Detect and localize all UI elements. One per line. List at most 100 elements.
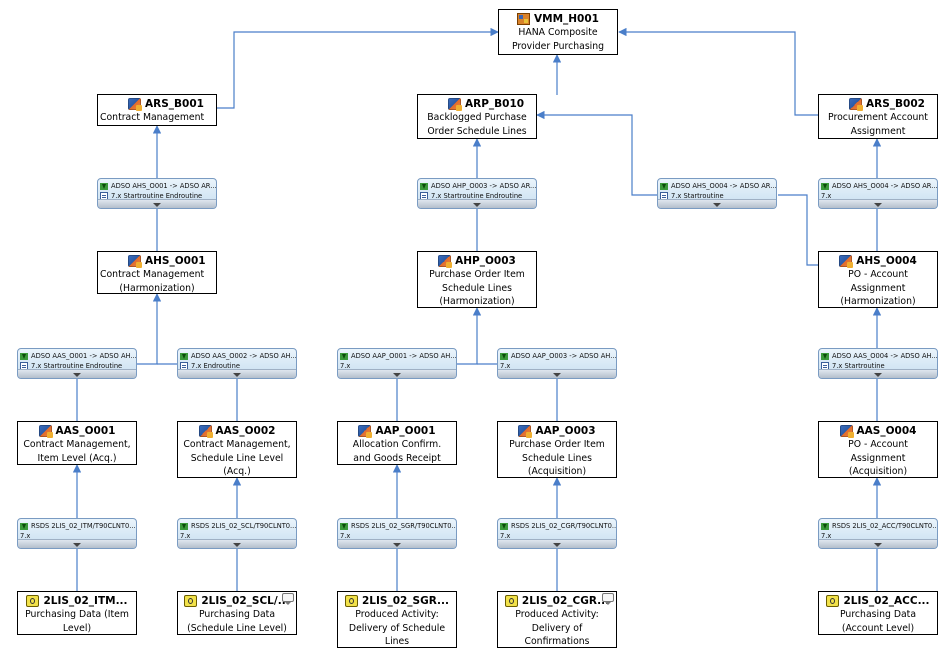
node-aap-o001[interactable]: AAP_O001 Allocation Confirm. and Goods R…	[337, 421, 457, 465]
transform-label: RSDS 2LIS_02_ITM/T90CLNT0...	[31, 522, 136, 530]
transformation-icon	[821, 522, 829, 530]
node-ds-scl[interactable]: 2LIS_02_SCL/... Purchasing Data (Schedul…	[177, 591, 297, 635]
node-desc-line: Produced Activity:	[355, 609, 439, 620]
chevron-down-icon	[393, 373, 401, 377]
node-id: AAP_O003	[535, 425, 596, 437]
node-id: 2LIS_02_CGR...	[521, 595, 610, 607]
expand-bar[interactable]	[498, 539, 616, 548]
expand-bar[interactable]	[819, 539, 937, 548]
expand-bar[interactable]	[178, 369, 296, 378]
node-aap-o003[interactable]: AAP_O003 Purchase Order Item Schedule Li…	[497, 421, 617, 478]
node-desc-line: Assignment	[850, 125, 906, 137]
transformation-icon	[500, 522, 508, 530]
node-vmm-h001[interactable]: VMM_H001 HANA Composite Provider Purchas…	[498, 9, 618, 55]
transform-rsds-scl[interactable]: RSDS 2LIS_02_SCL/T90CLNT0... 7.x	[177, 518, 297, 549]
node-id: AAS_O002	[215, 425, 276, 437]
node-id: AAS_O004	[856, 425, 917, 437]
node-desc-line: (Acquisition)	[848, 466, 908, 478]
edge-t-ahs-o004-mid-to-arp-b010	[536, 110, 657, 196]
node-id: AHS_O004	[856, 255, 917, 267]
expand-bar[interactable]	[819, 369, 937, 378]
adso-icon	[128, 98, 142, 111]
adso-icon	[518, 425, 533, 438]
node-ahs-o004[interactable]: AHS_O004 PO - Account Assignment (Harmon…	[818, 251, 938, 308]
expand-bar[interactable]	[658, 199, 776, 208]
transform-routines: 7.x	[340, 532, 351, 540]
expand-bar[interactable]	[98, 199, 216, 208]
adso-icon	[839, 255, 854, 268]
transform-label: ADSO AAS_O001 -> ADSO AH...	[31, 352, 137, 360]
node-ds-itm[interactable]: 2LIS_02_ITM... Purchasing Data (Item Lev…	[17, 591, 137, 635]
expand-bar[interactable]	[338, 539, 456, 548]
node-desc-line: Lines	[384, 636, 410, 648]
node-id: ARS_B002	[866, 98, 925, 110]
expand-bar[interactable]	[18, 369, 136, 378]
node-ds-sgr[interactable]: 2LIS_02_SGR... Produced Activity: Delive…	[337, 591, 457, 648]
expand-bar[interactable]	[18, 539, 136, 548]
transform-aas-o002[interactable]: ADSO AAS_O002 -> ADSO AH... 7.x Endrouti…	[177, 348, 297, 379]
node-desc-line: Delivery of	[531, 622, 583, 634]
chevron-down-icon	[233, 373, 241, 377]
node-arp-b010[interactable]: ARP_B010 Backlogged Purchase Order Sched…	[417, 94, 537, 139]
transform-aas-o001[interactable]: ADSO AAS_O001 -> ADSO AH... 7.x Startrou…	[17, 348, 137, 379]
transform-label: ADSO AHP_O003 -> ADSO AR...	[431, 182, 537, 190]
node-desc-line: (Acq.)	[223, 466, 251, 478]
expand-bar[interactable]	[819, 199, 937, 208]
transform-aap-o001[interactable]: ADSO AAP_O001 -> ADSO AH... 7.x	[337, 348, 457, 379]
datasource-icon	[184, 595, 198, 607]
transform-rsds-acc[interactable]: RSDS 2LIS_02_ACC/T90CLNT0... 7.x	[818, 518, 938, 549]
transform-rsds-itm[interactable]: RSDS 2LIS_02_ITM/T90CLNT0... 7.x	[17, 518, 137, 549]
expand-bar[interactable]	[178, 539, 296, 548]
node-desc-line: (Harmonization)	[119, 282, 195, 294]
transform-ahs-o004-mid[interactable]: ADSO AHS_O004 -> ADSO AR... 7.x Startrou…	[657, 178, 777, 209]
transform-aas-o004[interactable]: ADSO AAS_O004 -> ADSO AH... 7.x Startrou…	[818, 348, 938, 379]
transform-ahs-o001[interactable]: ADSO AHS_O001 -> ADSO AR... 7.x Startrou…	[97, 178, 217, 209]
node-desc-line: Produced Activity:	[515, 609, 599, 620]
chevron-down-icon	[874, 543, 882, 547]
edge-t-aap-o001-to-ahp-o003	[457, 307, 482, 365]
node-ars-b001[interactable]: ARS_B001 Contract Management	[97, 94, 217, 126]
expand-bar[interactable]	[418, 199, 536, 208]
comment-icon[interactable]	[282, 593, 294, 605]
transform-label: RSDS 2LIS_02_SGR/T90CLNT0...	[351, 522, 457, 530]
transform-routines: 7.x Startroutine	[671, 192, 724, 200]
node-aas-o004[interactable]: AAS_O004 PO - Account Assignment (Acquis…	[818, 421, 938, 478]
node-desc-line: Schedule Line Level	[190, 452, 284, 464]
chevron-down-icon	[73, 373, 81, 377]
node-desc-line: Contract Management,	[183, 439, 291, 450]
transformation-icon	[100, 182, 108, 190]
node-desc-line: Purchasing Data (Item	[25, 609, 129, 620]
transform-routines: 7.x	[500, 532, 511, 540]
transform-label: ADSO AAS_O002 -> ADSO AH...	[191, 352, 297, 360]
chevron-down-icon	[233, 543, 241, 547]
edge-ars-b002-to-vmm	[618, 27, 818, 116]
transform-routines: 7.x Endroutine	[191, 362, 240, 370]
node-desc-line: (Harmonization)	[439, 296, 515, 308]
comment-icon[interactable]	[602, 593, 614, 605]
node-ars-b002[interactable]: ARS_B002 Procurement Account Assignment	[818, 94, 938, 139]
transform-aap-o003[interactable]: ADSO AAP_O003 -> ADSO AH... 7.x	[497, 348, 617, 379]
node-desc-line: Contract Management	[100, 269, 205, 280]
transform-ahs-o004-right[interactable]: ADSO AHS_O004 -> ADSO AR... 7.x	[818, 178, 938, 209]
node-desc-line: Schedule Lines	[442, 282, 512, 294]
node-ds-acc[interactable]: 2LIS_02_ACC... Purchasing Data (Account …	[818, 591, 938, 635]
node-aas-o002[interactable]: AAS_O002 Contract Management, Schedule L…	[177, 421, 297, 478]
node-desc-line: Purchase Order Item	[429, 269, 525, 280]
chevron-down-icon	[874, 373, 882, 377]
node-desc-line: Assignment	[850, 452, 906, 464]
transform-rsds-sgr[interactable]: RSDS 2LIS_02_SGR/T90CLNT0... 7.x	[337, 518, 457, 549]
transformation-icon	[821, 182, 829, 190]
expand-bar[interactable]	[498, 369, 616, 378]
transform-rsds-cgr[interactable]: RSDS 2LIS_02_CGR/T90CLNT0... 7.x	[497, 518, 617, 549]
node-desc-line: Schedule Lines	[522, 452, 592, 464]
adso-icon	[128, 255, 142, 268]
node-ahs-o001[interactable]: AHS_O001 Contract Management (Harmonizat…	[97, 251, 217, 294]
expand-bar[interactable]	[338, 369, 456, 378]
node-desc-line: Order Schedule Lines	[427, 125, 527, 137]
node-aas-o001[interactable]: AAS_O001 Contract Management, Item Level…	[17, 421, 137, 465]
node-ahp-o003[interactable]: AHP_O003 Purchase Order Item Schedule Li…	[417, 251, 537, 308]
transform-ahp-o003[interactable]: ADSO AHP_O003 -> ADSO AR... 7.x Startrou…	[417, 178, 537, 209]
adso-icon	[438, 255, 453, 268]
node-desc-line: HANA Composite	[518, 27, 598, 38]
node-ds-cgr[interactable]: 2LIS_02_CGR... Produced Activity: Delive…	[497, 591, 617, 648]
